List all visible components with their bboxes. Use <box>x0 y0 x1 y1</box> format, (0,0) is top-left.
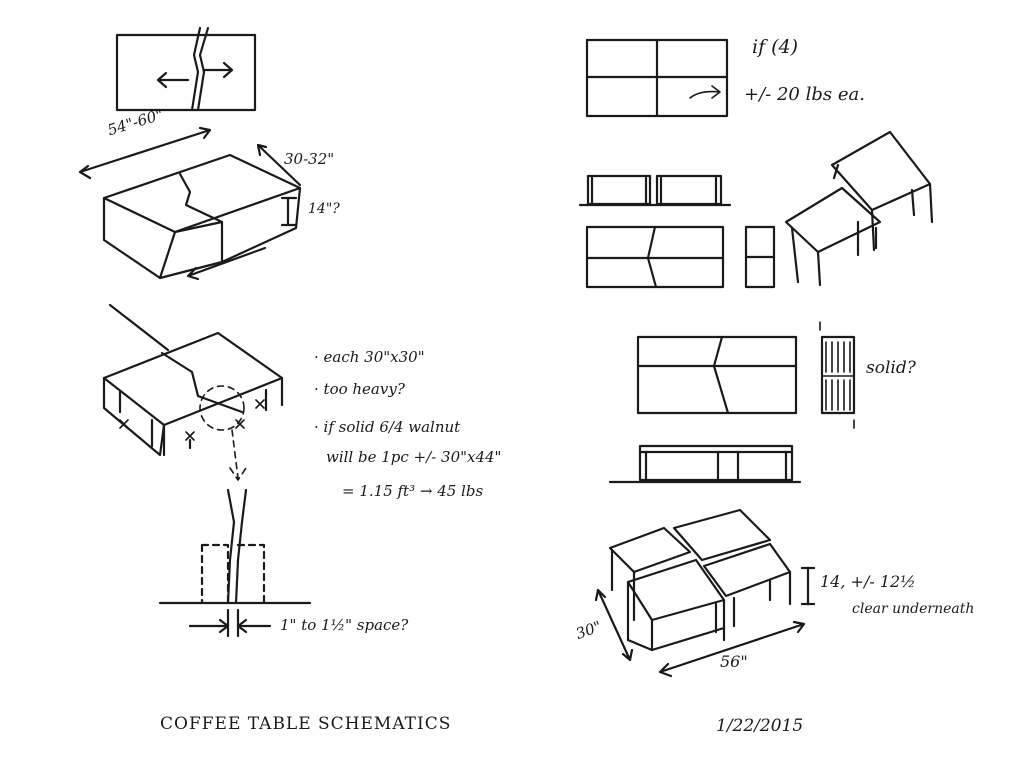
perspective-tables-sketch <box>784 130 934 287</box>
height-clear-label: 14, +/- 12½ <box>820 572 916 591</box>
elevation-sketch-small <box>578 174 732 207</box>
four-panel-top-view <box>585 38 729 118</box>
solid-question-note: solid? <box>866 358 916 378</box>
depth-dimension-label: 30-32" <box>284 150 335 168</box>
panel-count-note: if (4) <box>752 36 799 58</box>
note-each-size: · each 30"x30" <box>314 348 425 366</box>
space-dimension-label: 1" to 1½" space? <box>280 616 409 634</box>
two-piece-table-sketch <box>102 303 284 481</box>
length-56-label: 56" <box>720 652 748 671</box>
four-table-isometric <box>594 508 816 678</box>
note-solid-walnut: · if solid 6/4 walnut <box>314 418 461 436</box>
note-one-piece: will be 1pc +/- 30"x44" <box>326 448 502 466</box>
note-volume-weight: = 1.15 ft³ → 45 lbs <box>342 482 484 500</box>
joint-space-detail <box>158 488 312 638</box>
height-dimension-label: 14"? <box>308 201 340 217</box>
sheet-date: 1/22/2015 <box>716 716 804 736</box>
clear-underneath-label: clear underneath <box>852 601 975 617</box>
isometric-block-sketch <box>78 126 302 281</box>
split-top-and-solid-side <box>636 321 856 429</box>
top-view-split-sketch <box>115 26 257 112</box>
note-too-heavy: · too heavy? <box>314 380 405 398</box>
sheet-title: COFFEE TABLE SCHEMATICS <box>160 714 452 734</box>
elevation-sketch-long <box>608 444 802 484</box>
split-top-view <box>585 225 776 289</box>
panel-weight-note: +/- 20 lbs ea. <box>744 84 865 105</box>
